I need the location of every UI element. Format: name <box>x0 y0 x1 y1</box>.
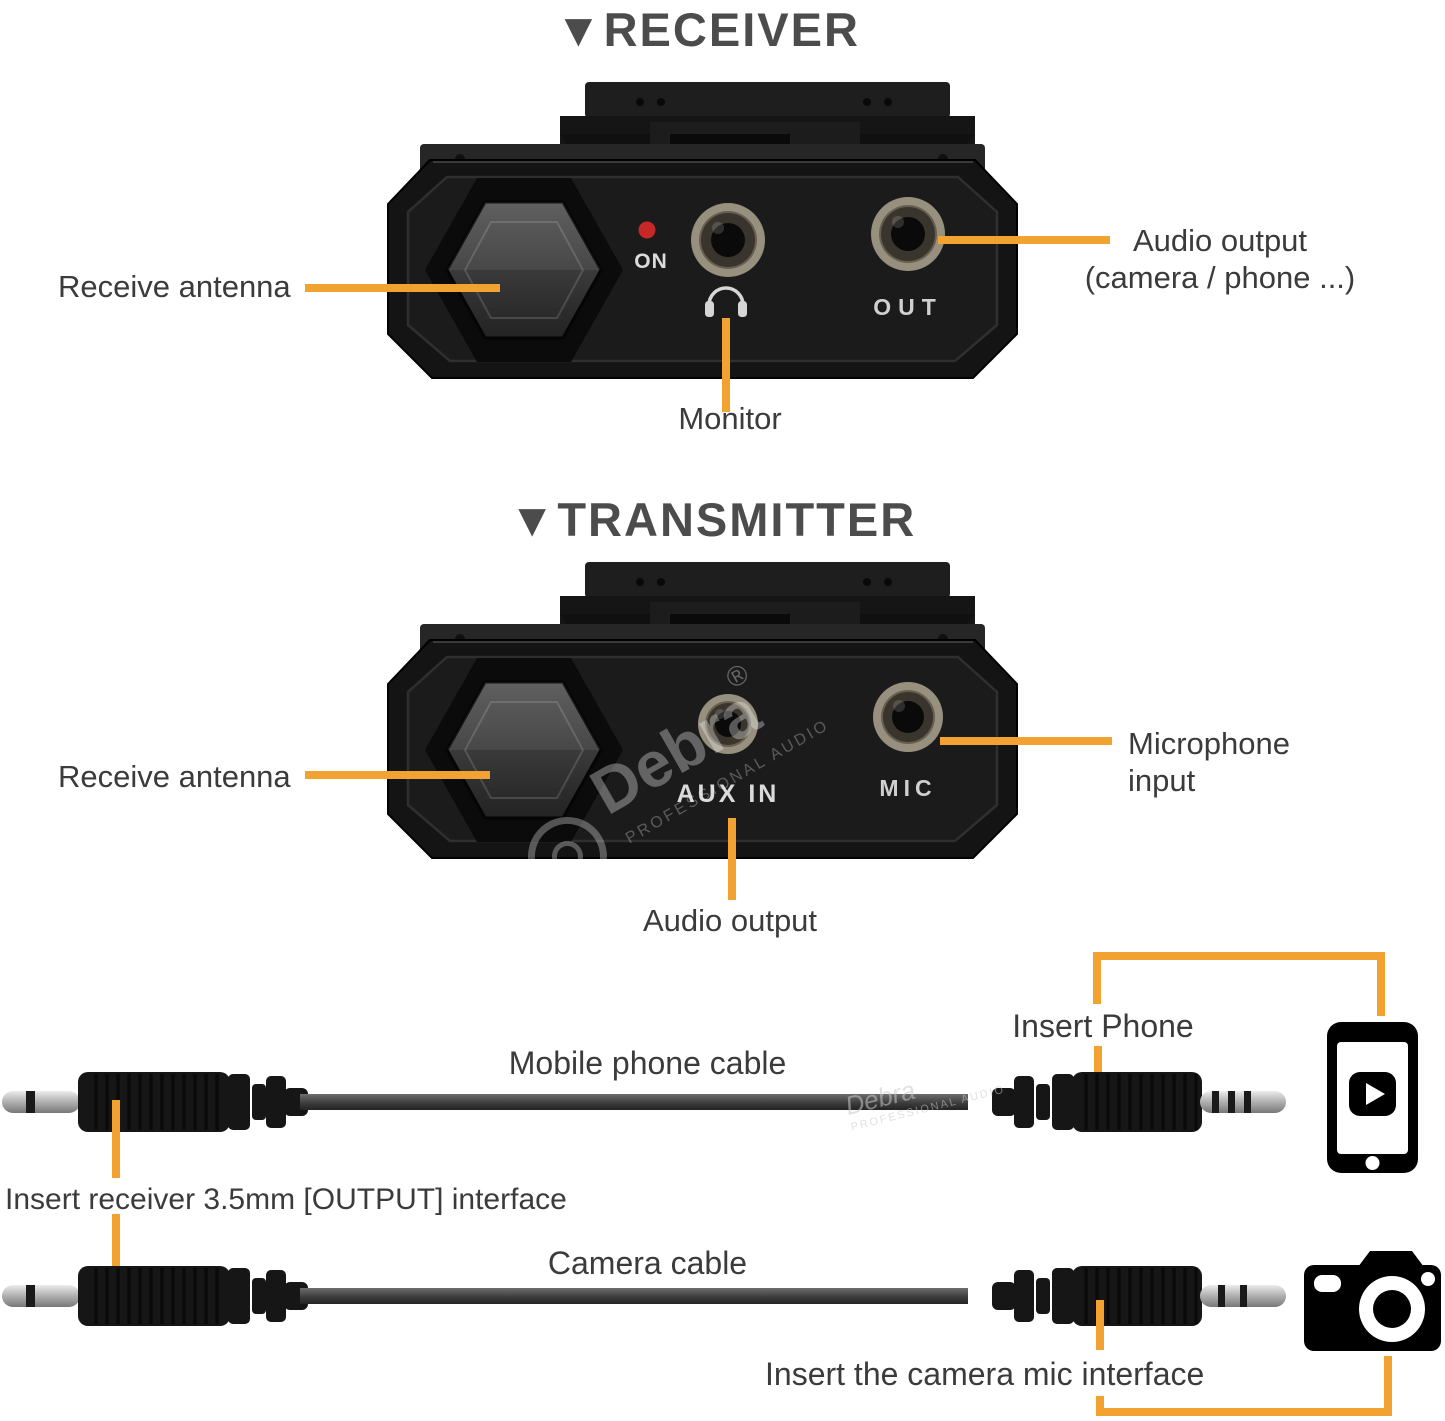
antenna-knob <box>425 658 623 842</box>
headphones-icon <box>705 286 747 317</box>
insert-phone-bracket-right <box>1377 952 1385 1016</box>
insert-receiver-pointer-line-bottom <box>112 1214 120 1292</box>
transmitter-device-photo: AUX IN MIC Debra ® PROFESSIONAL AUDIO <box>387 562 1018 880</box>
camera-icon <box>1304 1251 1441 1351</box>
receiver-antenna-pointer-line <box>305 284 500 292</box>
play-icon <box>1366 1083 1385 1105</box>
insert-camera-bracket-bottom <box>1096 1408 1392 1416</box>
phone-icon <box>1327 1022 1418 1173</box>
transmitter-antenna-pointer-line <box>305 771 490 779</box>
insert-camera-pointer-line <box>1096 1300 1104 1350</box>
phone-plug-tip <box>1200 1091 1286 1113</box>
watermark-logo <box>527 816 607 880</box>
insert-phone-bracket-left <box>1093 952 1101 1004</box>
transmitter-audio-output-label: Audio output <box>642 903 818 938</box>
insert-phone-bracket-top <box>1093 952 1385 960</box>
out-jack <box>871 197 945 271</box>
insert-camera-bracket-left <box>1096 1396 1104 1416</box>
aux-in-jack <box>698 694 758 754</box>
aux-pointer-line <box>728 818 736 900</box>
headphone-jack <box>691 203 765 277</box>
power-led <box>638 221 656 239</box>
mono-plug-tip <box>2 1285 80 1307</box>
mono-plug-body <box>78 1266 308 1326</box>
mic-input-pointer-line <box>940 737 1112 745</box>
mobile-phone-cable-label: Mobile phone cable <box>508 1045 787 1081</box>
on-label: ON <box>634 250 668 273</box>
camera-plug-body <box>992 1266 1202 1326</box>
insert-receiver-label: Insert receiver 3.5mm [OUTPUT] interface <box>5 1183 567 1216</box>
out-label: OUT <box>873 294 943 320</box>
audio-output-label-line2: (camera / phone ...) <box>1084 260 1356 295</box>
mic-input-label-line1: Microphone <box>1128 726 1290 761</box>
monitor-pointer-line <box>722 318 730 412</box>
receiver-device-photo: ON OUT <box>387 82 1018 379</box>
cable-wire <box>300 1094 968 1110</box>
transmitter-antenna-label: Receive antenna <box>58 759 291 794</box>
mobile-phone-cable-graphic <box>2 1072 1286 1132</box>
receiver-antenna-label: Receive antenna <box>58 269 291 304</box>
receiver-heading: ▼RECEIVER <box>555 3 860 56</box>
aux-in-label: AUX IN <box>677 780 780 808</box>
insert-camera-bracket-right <box>1384 1356 1392 1416</box>
audio-output-label-line1: Audio output <box>1132 223 1308 258</box>
transmitter-heading: ▼TRANSMITTER <box>508 493 917 546</box>
mic-label: MIC <box>879 775 936 801</box>
insert-camera-label: Insert the camera mic interface <box>765 1356 1205 1392</box>
antenna-knob <box>425 178 623 362</box>
insert-phone-label: Insert Phone <box>1012 1008 1194 1044</box>
camera-cable-label: Camera cable <box>547 1245 748 1281</box>
receiver-output-pointer-line <box>938 236 1110 244</box>
mic-input-label-line2: input <box>1128 763 1196 798</box>
monitor-label: Monitor <box>678 401 782 436</box>
cable-wire <box>300 1288 968 1304</box>
mono-plug-tip <box>2 1091 80 1113</box>
mic-jack <box>873 682 943 752</box>
phone-plug-body <box>992 1072 1202 1132</box>
camera-cable-graphic <box>2 1266 1286 1326</box>
insert-receiver-pointer-line-top <box>112 1100 120 1178</box>
